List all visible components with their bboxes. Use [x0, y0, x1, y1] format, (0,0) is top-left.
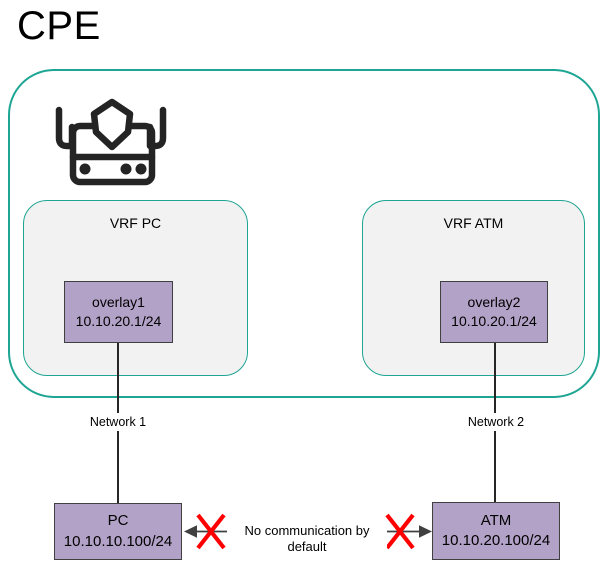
- network1-label: Network 1: [68, 413, 168, 431]
- overlay1-name: overlay1: [92, 294, 145, 311]
- overlay2-interface-box: overlay2 10.10.20.1/24: [440, 281, 548, 343]
- pc-host-box: PC 10.10.10.100/24: [54, 503, 182, 560]
- diagram-title: CPE: [17, 4, 101, 48]
- overlay1-ip: 10.10.20.1/24: [75, 313, 162, 329]
- arrowhead-right-icon: [419, 525, 432, 538]
- overlay2-name: overlay2: [467, 294, 521, 311]
- atm-host-ip: 10.10.20.100/24: [441, 532, 551, 549]
- pc-host-name: PC: [107, 512, 129, 530]
- no-communication-label: No communication by default: [227, 523, 387, 555]
- firewall-router-icon: [55, 98, 167, 186]
- arrowhead-left-icon: [184, 525, 197, 538]
- vrf-pc-box: VRF PC: [23, 200, 248, 376]
- atm-host-name: ATM: [480, 511, 512, 529]
- pc-host-ip: 10.10.10.100/24: [63, 532, 173, 550]
- shield-icon: [90, 98, 134, 151]
- vrf-pc-label: VRF PC: [109, 215, 162, 231]
- network2-label: Network 2: [446, 413, 546, 431]
- vrf-atm-label: VRF ATM: [443, 215, 504, 231]
- overlay2-ip: 10.10.20.1/24: [451, 313, 537, 329]
- overlay1-interface-box: overlay1 10.10.20.1/24: [64, 281, 173, 343]
- red-x-left-icon: [196, 513, 226, 550]
- atm-host-box: ATM 10.10.20.100/24: [432, 502, 560, 560]
- red-x-right-icon: [385, 513, 415, 550]
